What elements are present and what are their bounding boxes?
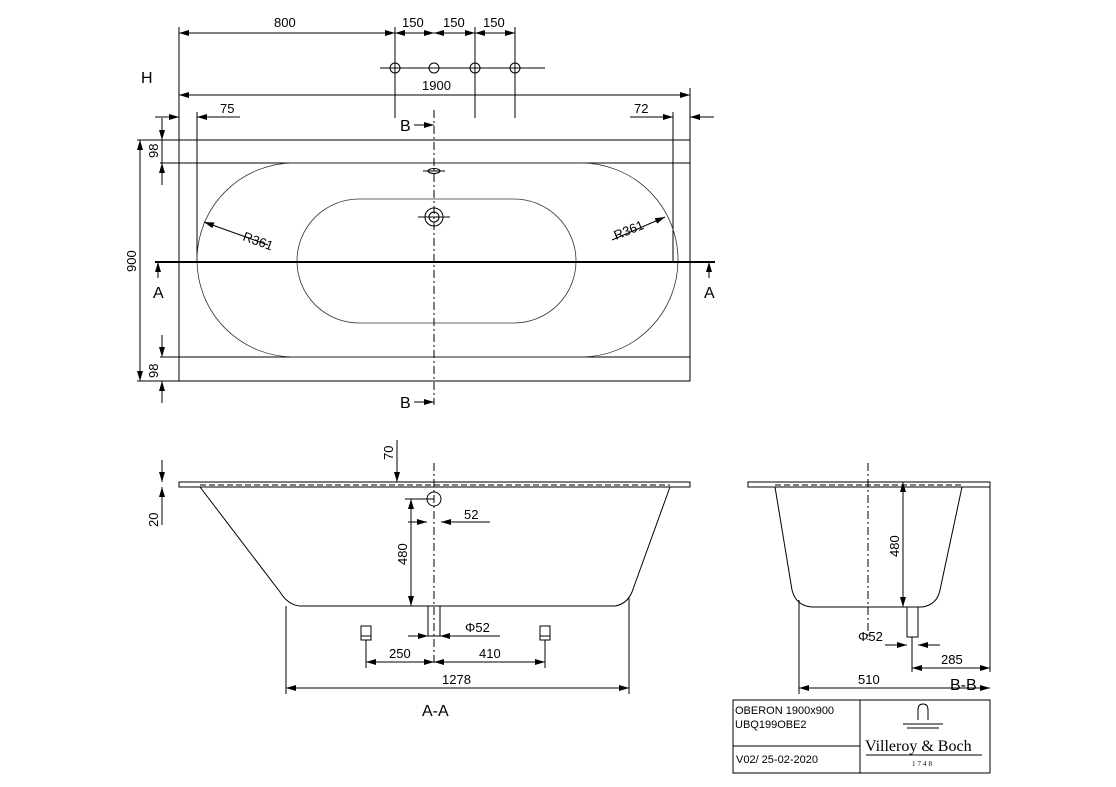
- model-name: OBERON 1900x900: [735, 705, 834, 717]
- brand-logo: Villeroy & Boch 1748: [865, 703, 982, 768]
- section-marker-a-left: A: [153, 285, 164, 302]
- dim-r361-right: R361: [612, 217, 646, 243]
- dim-72: 72: [634, 101, 648, 116]
- dim-75: 75: [220, 101, 234, 116]
- adjustable-foot-left: [360, 625, 372, 650]
- section-marker-a-right: A: [704, 285, 715, 302]
- dim-dia52: Φ52: [858, 629, 883, 644]
- tub-outline: [178, 139, 691, 382]
- dim-250: 250: [389, 646, 411, 661]
- drain-pipe: [427, 605, 441, 637]
- dim-98-bottom: 98: [146, 364, 161, 378]
- dim-150: 150: [402, 15, 424, 30]
- dim-dia52: Φ52: [465, 620, 490, 635]
- dim-20: 20: [146, 513, 161, 527]
- tub-profile: [774, 486, 963, 608]
- dim-1278: 1278: [442, 672, 471, 687]
- brand-name: Villeroy & Boch: [865, 738, 972, 755]
- outer-basin: [196, 162, 679, 358]
- dimension-row-top: 800 150 150 150: [179, 15, 515, 36]
- section-marker-b-top: B: [400, 118, 411, 135]
- section-label-bb: B-B: [950, 677, 977, 694]
- dim-410: 410: [479, 646, 501, 661]
- view-marker-h: H: [141, 70, 153, 87]
- tap-hole-icon: [469, 62, 481, 74]
- drain-pipe: [906, 606, 919, 638]
- section-marker-b-bottom: B: [400, 395, 411, 412]
- model-code: UBQ199OBE2: [735, 719, 807, 731]
- dim-285: 285: [941, 652, 963, 667]
- section-label-aa: A-A: [422, 703, 449, 720]
- dim-510: 510: [858, 672, 880, 687]
- brand-year: 1748: [912, 760, 934, 768]
- dim-800: 800: [274, 15, 296, 30]
- version-date: V02/ 25-02-2020: [736, 754, 818, 766]
- dim-150: 150: [483, 15, 505, 30]
- dim-480: 480: [887, 535, 902, 557]
- tap-hole-icon: [389, 62, 401, 74]
- tap-holes: [380, 62, 545, 74]
- dim-98-top: 98: [146, 144, 161, 158]
- dim-1900: 1900: [422, 78, 451, 93]
- section-a-a: 70 20 480 52 Φ52 250 410 1278 A-A: [146, 440, 691, 720]
- dim-150: 150: [443, 15, 465, 30]
- dim-70: 70: [381, 446, 396, 460]
- section-b-b: 480 Φ52 285 510 B-B: [747, 463, 991, 694]
- tub-profile: [199, 486, 671, 607]
- dim-52: 52: [464, 507, 478, 522]
- title-block: OBERON 1900x900 UBQ199OBE2 V02/ 25-02-20…: [732, 699, 991, 774]
- dim-900: 900: [124, 250, 139, 272]
- dim-480: 480: [395, 543, 410, 565]
- tap-hole-icon: [509, 62, 521, 74]
- adjustable-foot-right: [539, 625, 551, 650]
- tap-hole-icon: [428, 62, 440, 74]
- plan-view: H 800 150 150 150 1900: [124, 15, 715, 412]
- dim-r361-left: R361: [241, 229, 275, 254]
